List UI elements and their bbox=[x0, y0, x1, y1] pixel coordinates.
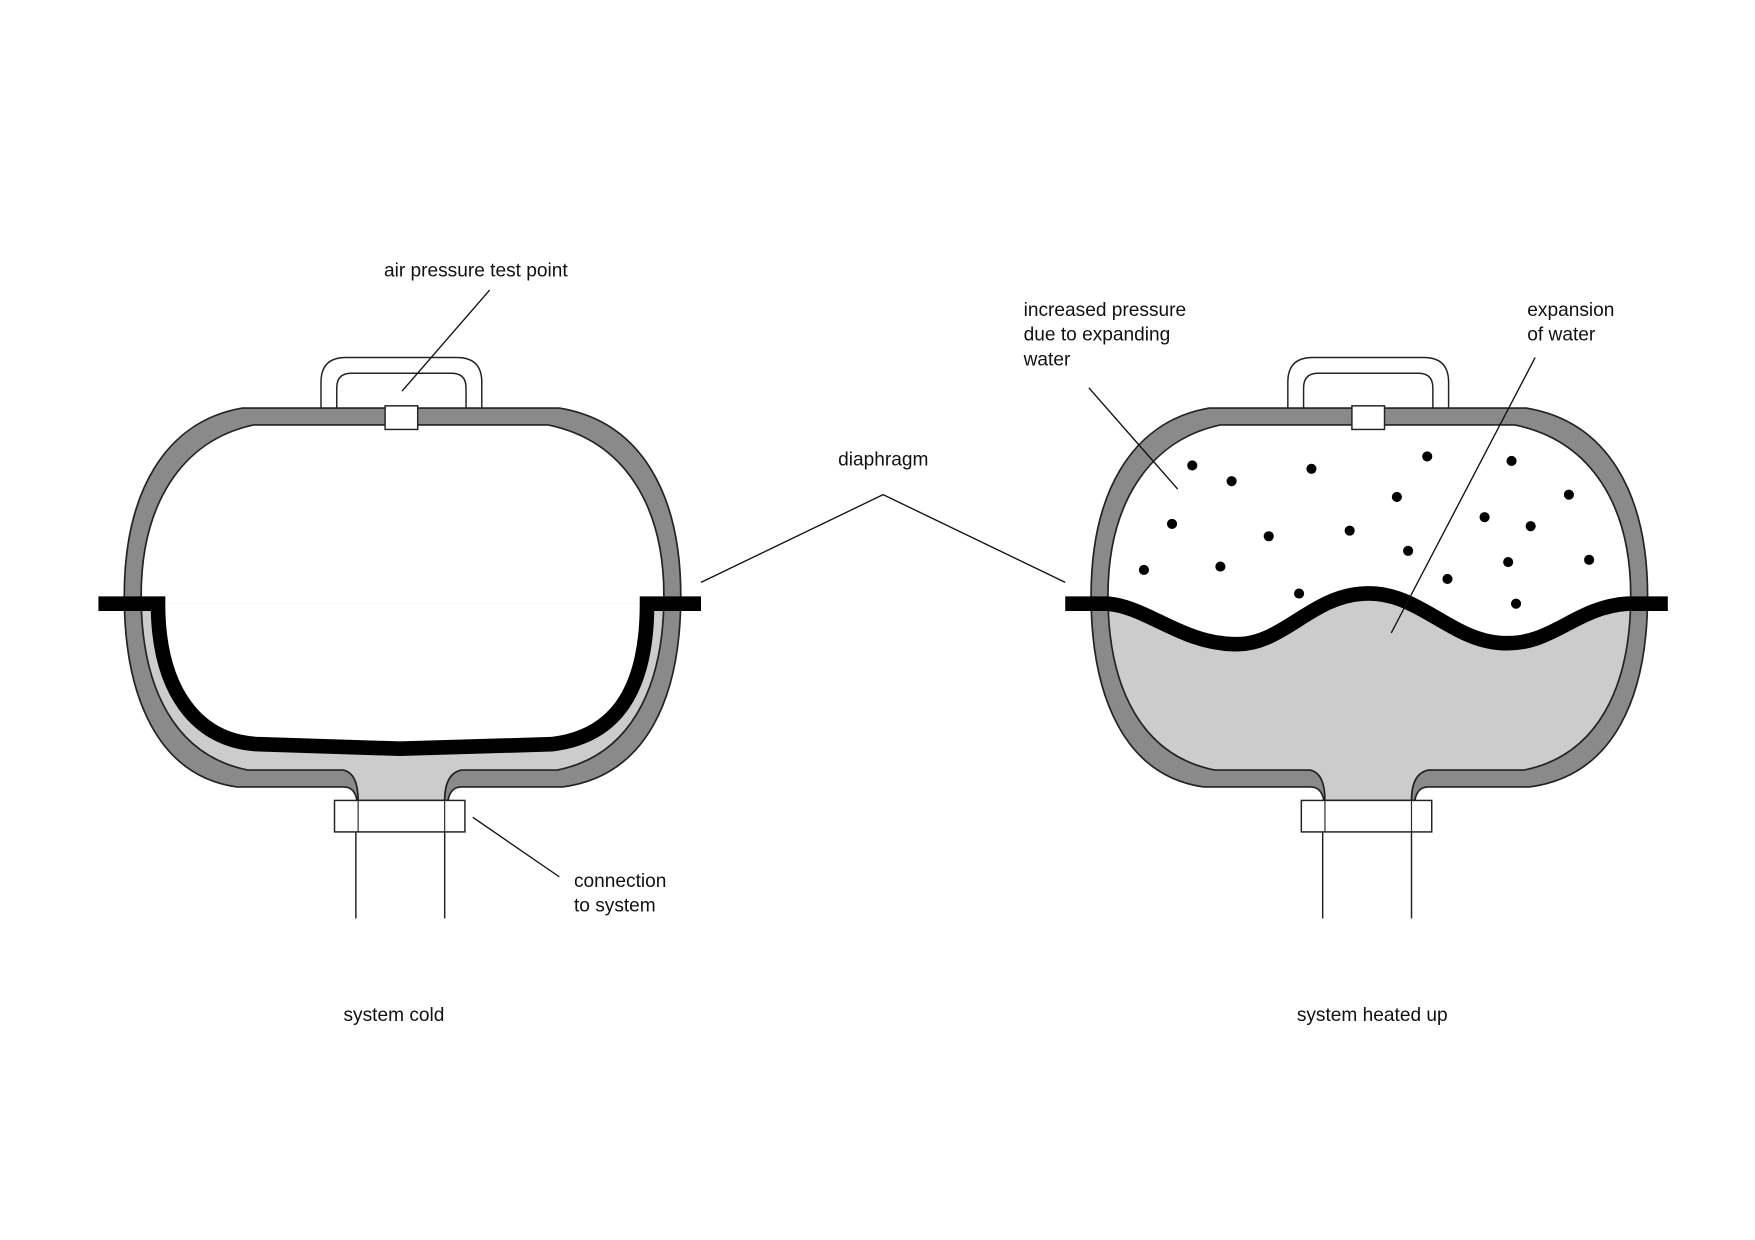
diaphragm bbox=[98, 596, 701, 757]
test-point bbox=[384, 405, 419, 431]
pressure-dots bbox=[1138, 451, 1595, 609]
leader-diaphragm bbox=[700, 493, 1066, 583]
leader-expansion bbox=[1390, 357, 1536, 634]
label-pressure-2: due to expanding bbox=[1024, 325, 1171, 346]
label-pressure-1: increased pressure bbox=[1024, 300, 1187, 321]
label-expansion-2: of water bbox=[1527, 325, 1596, 346]
label-diaphragm: diaphragm bbox=[838, 449, 928, 470]
tank-cold bbox=[98, 356, 701, 919]
leader-connection bbox=[472, 816, 560, 878]
label-test-point: air pressure test point bbox=[384, 261, 568, 282]
label-expansion-1: expansion bbox=[1527, 300, 1614, 321]
tank-heated bbox=[1065, 356, 1668, 919]
handle bbox=[320, 356, 483, 409]
label-pressure-3: water bbox=[1023, 349, 1071, 370]
label-connection-1: connection bbox=[574, 871, 666, 892]
leader-test-point bbox=[401, 289, 491, 392]
connection-nut bbox=[333, 799, 466, 833]
leader-pressure bbox=[1088, 387, 1179, 490]
caption-cold: system cold bbox=[344, 1005, 445, 1026]
caption-heated: system heated up bbox=[1297, 1005, 1448, 1026]
diaphragm bbox=[1065, 586, 1668, 652]
label-connection-2: to system bbox=[574, 896, 656, 917]
